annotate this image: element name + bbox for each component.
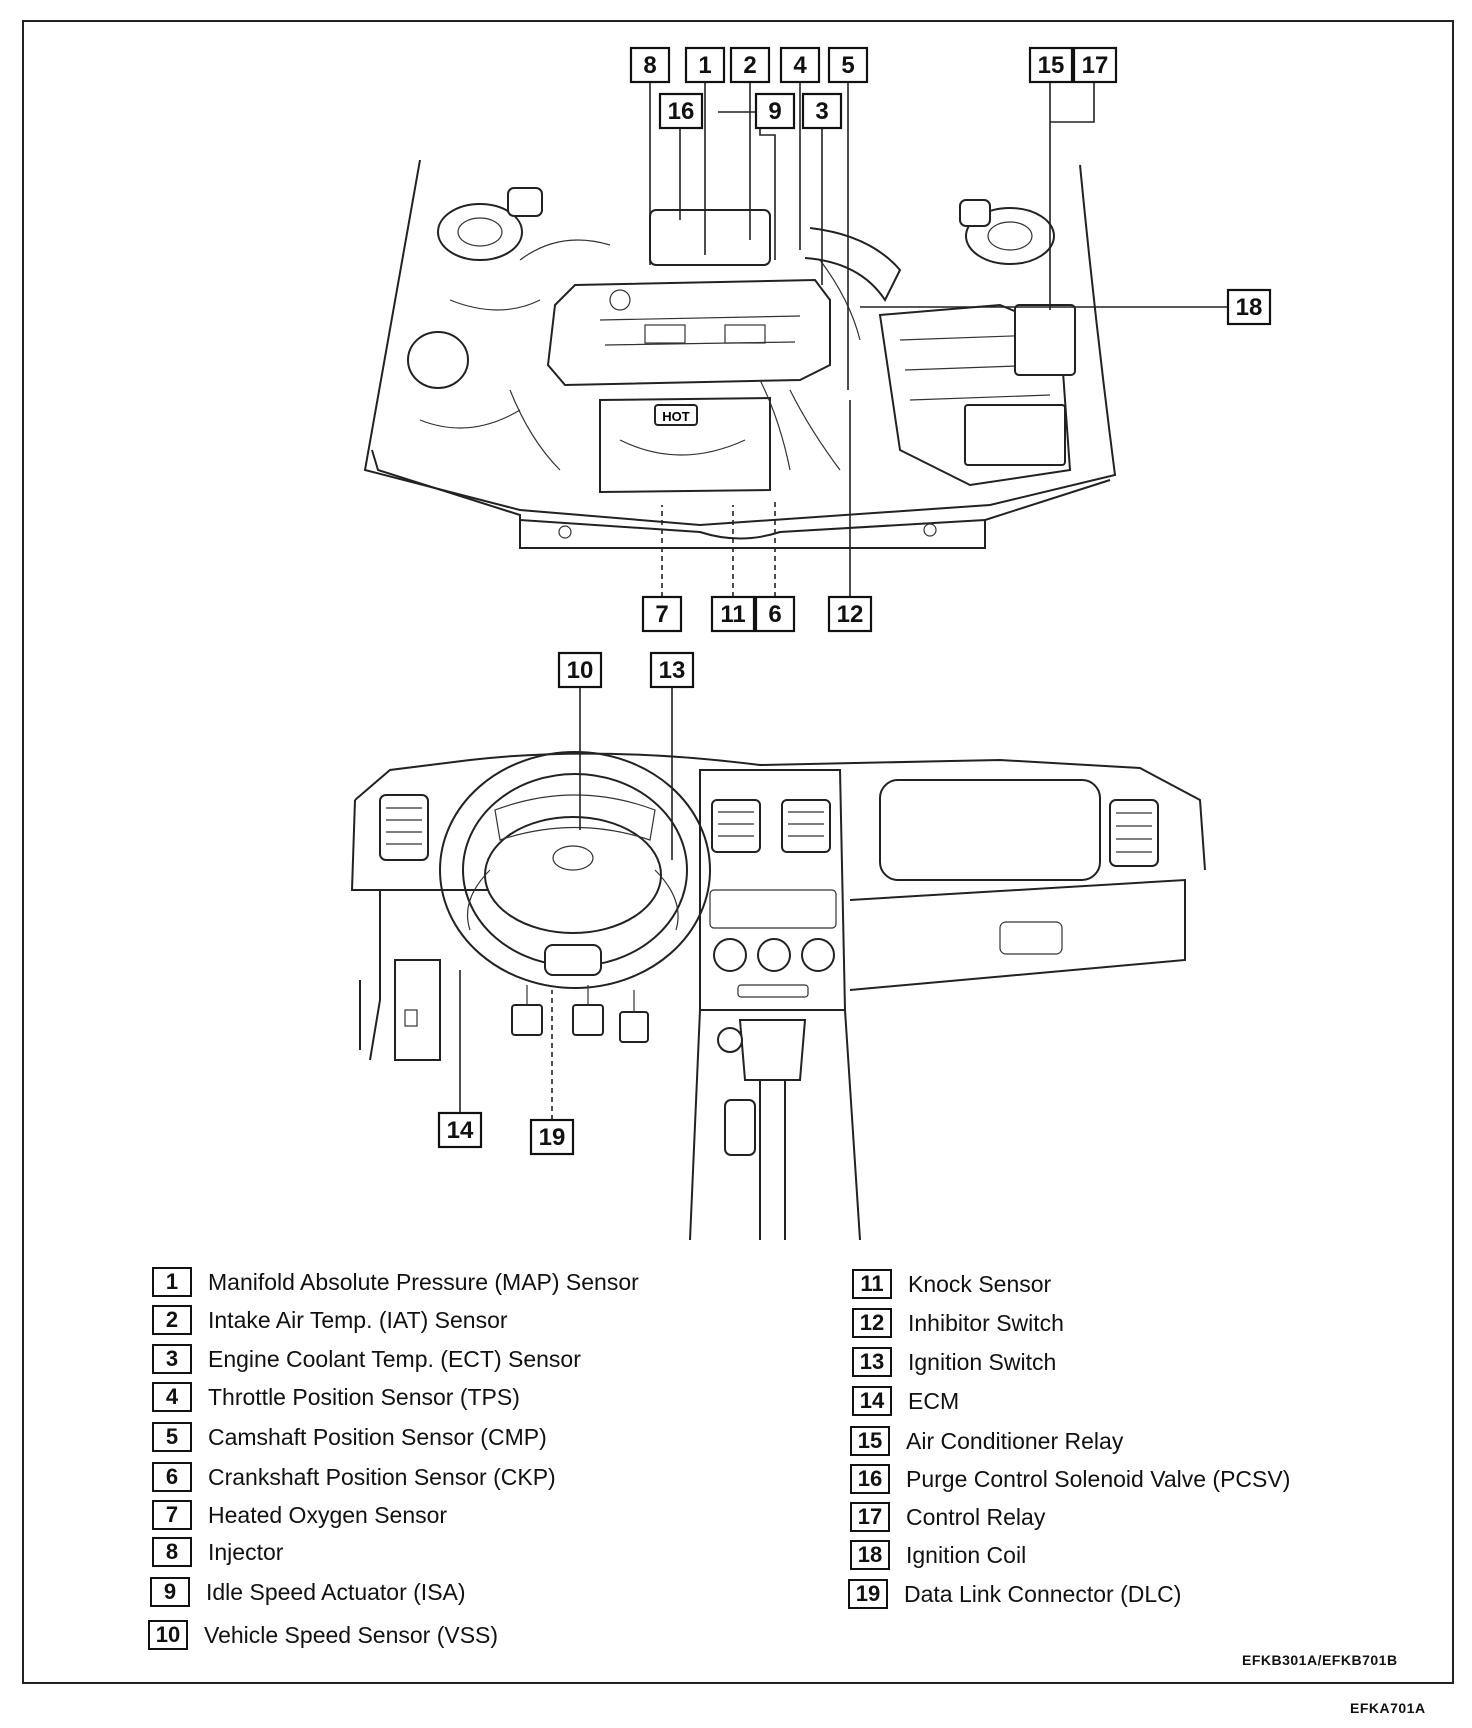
callout-7: 7 [641,595,683,633]
svg-text:15: 15 [1038,52,1065,79]
svg-text:7: 7 [655,601,668,628]
svg-text:12: 12 [837,601,864,628]
svg-text:16: 16 [668,98,695,125]
figure-code-inner: EFKB301A/EFKB701B [1242,1652,1398,1668]
callout-19: 19 [529,1118,575,1156]
svg-text:6: 6 [768,601,781,628]
svg-text:14: 14 [447,1117,474,1144]
callout-8: 8 [629,46,671,84]
callout-14: 14 [437,1111,483,1149]
svg-text:13: 13 [659,657,686,684]
callout-11: 11 [710,595,756,633]
callout-17: 17 [1072,46,1118,84]
callout-9: 9 [754,92,796,130]
callout-16: 16 [658,92,704,130]
figure-code-outer: EFKA701A [1350,1700,1426,1716]
svg-text:19: 19 [539,1124,566,1151]
engine-hot-label: HOT [662,409,690,424]
callout-12: 12 [827,595,873,633]
svg-text:4: 4 [793,52,807,79]
svg-text:3: 3 [815,98,828,125]
callout-1: 1 [684,46,726,84]
callout-3: 3 [801,92,843,130]
svg-text:5: 5 [841,52,854,79]
svg-text:11: 11 [720,601,745,628]
svg-text:9: 9 [768,98,781,125]
svg-text:1: 1 [698,52,711,79]
callout-2: 2 [729,46,771,84]
callout-4: 4 [779,46,821,84]
svg-text:18: 18 [1236,294,1263,321]
svg-text:8: 8 [643,52,656,79]
callout-6: 6 [754,595,796,633]
svg-text:17: 17 [1082,52,1109,79]
callout-18: 18 [1226,288,1272,326]
svg-text:10: 10 [567,657,594,684]
callout-15: 15 [1028,46,1074,84]
figure-frame [22,20,1454,1684]
engine-bay-illustration: HOT [363,159,1117,549]
svg-text:2: 2 [743,52,756,79]
dashboard-illustration [350,751,1206,1241]
callout-10: 10 [557,651,603,689]
callout-13: 13 [649,651,695,689]
callout-5: 5 [827,46,869,84]
leader-lines [459,82,1230,1120]
